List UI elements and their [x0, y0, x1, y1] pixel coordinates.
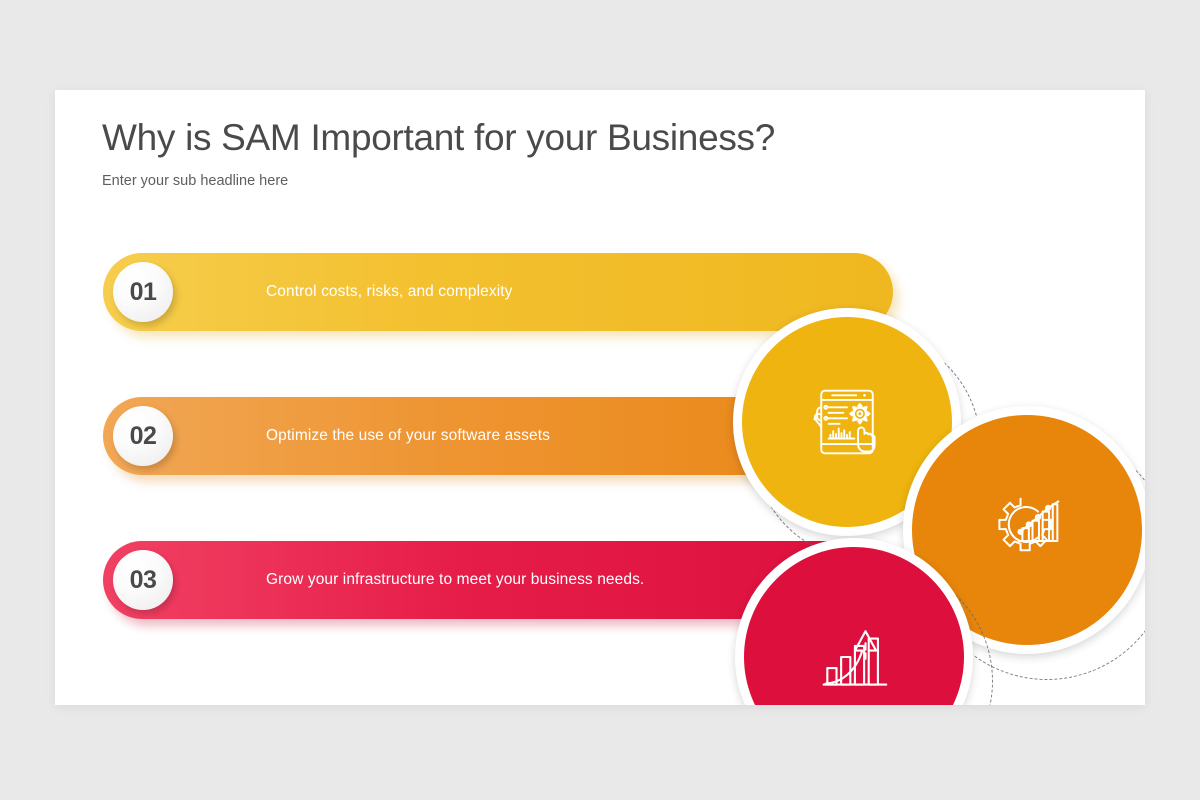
number-badge-label: 01 [129, 277, 157, 306]
circle-cluster [655, 200, 1145, 705]
gear-bar-chart-icon [981, 484, 1073, 576]
page-subtitle: Enter your sub headline here [102, 173, 289, 189]
list-item-label: Optimize the use of your software assets [266, 427, 550, 444]
tablet-report-gear-hand-icon [801, 376, 893, 468]
page-title: Why is SAM Important for your Business? [102, 117, 776, 158]
number-badge-03: 03 [113, 550, 173, 610]
slide-card: Why is SAM Important for your Business? … [55, 90, 1145, 705]
list-item-label: Control costs, risks, and complexity [266, 283, 513, 300]
bar-body [103, 253, 893, 331]
growth-arrow-chart-icon [808, 611, 900, 703]
number-badge-label: 02 [129, 421, 157, 450]
list-item-label: Grow your infrastructure to meet your bu… [266, 571, 645, 588]
number-badge-label: 03 [129, 565, 157, 594]
list-item-01[interactable]: 01 Control costs, risks, and complexity [103, 253, 899, 338]
number-badge-02: 02 [113, 406, 173, 466]
number-badge-01: 01 [113, 262, 173, 322]
